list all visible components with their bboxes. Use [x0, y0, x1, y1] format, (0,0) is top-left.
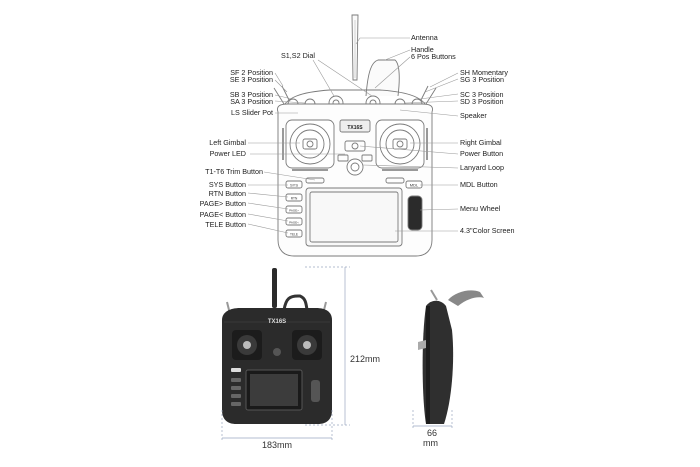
callout-ls: LS Slider Pot — [231, 108, 273, 117]
callout-6pos: 6 Pos Buttons — [411, 52, 456, 61]
leader-lines — [247, 37, 459, 234]
callout-trim: T1-T6 Trim Button — [205, 167, 263, 176]
dimension-height: 212mm — [350, 354, 381, 364]
callout-handle: Handle — [411, 45, 434, 54]
callout-mdl: MDL Button — [460, 180, 498, 189]
side-photo-body — [422, 300, 454, 424]
callout-sd: SD 3 Position — [460, 97, 504, 106]
screen-drawing — [305, 187, 403, 247]
callout-sys: SYS Button — [208, 180, 246, 189]
callout-screen: 4.3"Color Screen — [460, 226, 515, 235]
menu-wheel-drawing — [407, 195, 423, 231]
callout-sg: SG 3 Position — [460, 75, 504, 84]
callout-dial: S1,S2 Dial — [281, 51, 315, 60]
front-photo-brand: TX16S — [268, 319, 286, 325]
callout-sc: SC 3 Position — [460, 90, 504, 99]
page-next-key-label: PAGE> — [289, 209, 299, 213]
page-prev-key-label: PAGE< — [289, 221, 299, 225]
callout-page-prev: PAGE< Button — [199, 210, 246, 219]
side-photo — [418, 289, 484, 424]
callout-tele: TELE Button — [205, 220, 246, 229]
callout-right-gimbal: Right Gimbal — [460, 138, 502, 147]
callout-speaker: Speaker — [460, 111, 487, 120]
sys-key-label: SYS — [290, 183, 298, 188]
callout-lanyard: Lanyard Loop — [460, 163, 504, 172]
callout-sb: SB 3 Position — [229, 90, 273, 99]
callout-wheel: Menu Wheel — [460, 204, 501, 213]
callout-sf: SF 2 Position — [230, 68, 273, 77]
callout-left-gimbal: Left Gimbal — [209, 138, 246, 147]
front-photo: TX16S — [222, 268, 332, 424]
callout-se: SE 3 Position — [229, 75, 273, 84]
mdl-key-label: MDL — [410, 183, 419, 188]
dimension-lines — [221, 266, 453, 442]
power-button-drawing — [351, 142, 359, 150]
center-knob-drawing — [346, 158, 364, 176]
callout-power-button: Power Button — [460, 149, 504, 158]
handle-drawing — [365, 59, 400, 97]
callout-power-led: Power LED — [209, 149, 246, 158]
callout-page-next: PAGE> Button — [199, 199, 246, 208]
callout-rtn: RTN Button — [208, 189, 246, 198]
tele-key-label: TELE — [290, 233, 298, 237]
callout-sh: SH Momentary — [460, 68, 508, 77]
dimension-depth-value: 66 — [427, 428, 438, 438]
rtn-key-label: RTN — [291, 197, 298, 201]
brand-badge-drawing — [339, 119, 371, 133]
brand-badge-text: TX16S — [347, 125, 363, 131]
callout-sa: SA 3 Position — [230, 97, 273, 106]
callout-antenna: Antenna — [411, 33, 438, 42]
top-shoulder-drawing — [281, 89, 429, 111]
dimension-depth-unit: mm — [423, 438, 438, 448]
dimension-width: 183mm — [262, 440, 293, 450]
